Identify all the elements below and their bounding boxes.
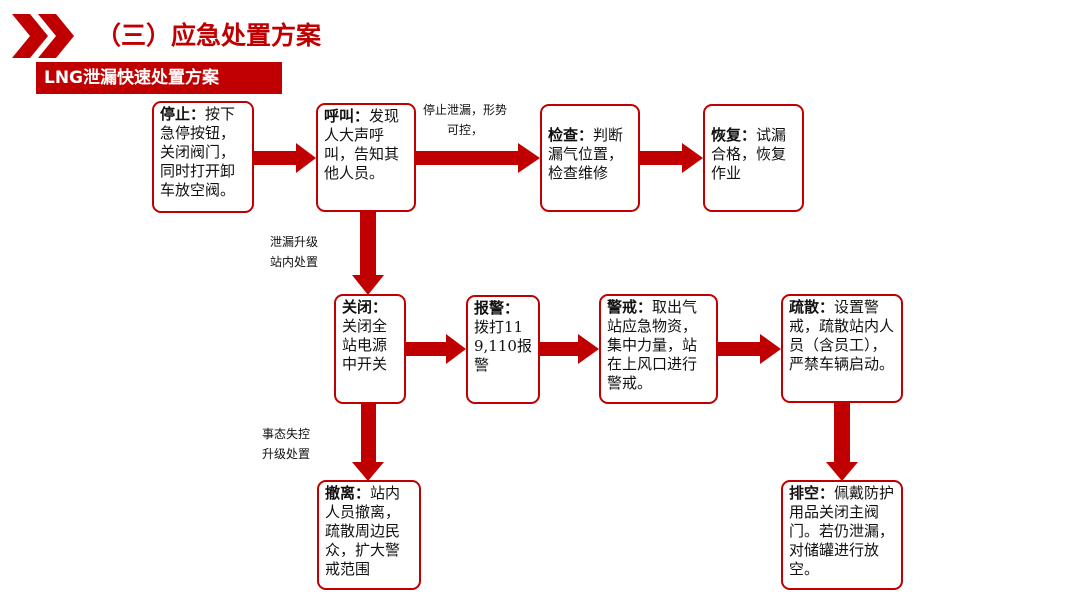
edge-label-line: 可控， (447, 123, 484, 137)
node-body: 判断漏气位置，检查维修 (548, 126, 624, 182)
arrow-close-to-withdraw (352, 404, 384, 481)
edge-label-line: 事态失控 (262, 427, 311, 441)
chevron-icon (12, 14, 74, 58)
node-head: 撤离： (325, 484, 371, 502)
node-evacuate: 疏散：设置警戒，疏散站内人员（含员工），严禁车辆启动。 (781, 294, 903, 403)
node-stop: 停止：按下急停按钮，关闭阀门，同时打开卸车放空阀。 (152, 101, 254, 213)
node-body: 发现人大声呼叫，告知其他人员。 (324, 107, 400, 182)
node-head: 排空： (789, 484, 835, 502)
node-head: 报警： (474, 299, 520, 317)
arrow-call-to-check (416, 143, 540, 173)
arrow-close-to-alarm (406, 334, 466, 364)
node-alarm: 报警：拨打119,110报警 (466, 295, 540, 404)
node-body: 佩戴防护用品关闭主阀门。若仍泄漏，对储罐进行放空。 (789, 484, 895, 578)
node-body: 试漏合格，恢复作业 (711, 126, 787, 182)
node-vent: 排空：佩戴防护用品关闭主阀门。若仍泄漏，对储罐进行放空。 (781, 480, 903, 590)
arrow-alarm-to-guard (540, 334, 599, 364)
edge-label-controllable: 停止泄漏，形势 可控， (423, 100, 507, 140)
arrow-evacuate-to-vent (826, 403, 858, 481)
node-body: 取出气站应急物资，集中力量，站在上风口进行警戒。 (607, 298, 698, 392)
node-head: 警戒： (607, 298, 653, 316)
node-body: 按下急停按钮，关闭阀门，同时打开卸车放空阀。 (160, 105, 236, 199)
arrow-check-to-recover (640, 143, 703, 173)
arrow-call-to-close (352, 212, 384, 295)
edge-label-escalate-station: 泄漏升级 站内处置 (270, 232, 318, 272)
arrow-stop-to-call (254, 143, 316, 173)
node-call: 呼叫：发现人大声呼叫，告知其他人员。 (316, 103, 416, 212)
edge-label-line: 升级处置 (262, 447, 311, 461)
node-head: 呼叫： (324, 107, 370, 125)
node-head: 恢复： (711, 126, 757, 144)
node-withdraw: 撤离：站内人员撤离，疏散周边民众，扩大警戒范围 (317, 480, 421, 590)
node-body: 关闭全站电源中开关 (342, 317, 388, 373)
page-title: （三）应急处置方案 (96, 21, 322, 50)
edge-label-line: 泄漏升级 (270, 235, 319, 249)
edge-label-line: 站内处置 (270, 255, 319, 269)
node-guard: 警戒：取出气站应急物资，集中力量，站在上风口进行警戒。 (599, 294, 718, 404)
node-body: 设置警戒，疏散站内人员（含员工），严禁车辆启动。 (789, 298, 895, 373)
node-check: 检查：判断漏气位置，检查维修 (540, 104, 640, 212)
node-body: 拨打119,110报警 (474, 318, 532, 374)
edge-label-out-of-control: 事态失控 升级处置 (262, 424, 310, 464)
edge-label-line: 停止泄漏，形势 (423, 103, 508, 117)
section-subtitle: LNG泄漏快速处置方案 (36, 62, 282, 94)
node-head: 疏散： (789, 298, 835, 316)
node-close: 关闭：关闭全站电源中开关 (334, 294, 406, 404)
node-recover: 恢复：试漏合格，恢复作业 (703, 104, 804, 212)
node-head: 停止： (160, 105, 206, 123)
node-head: 关闭： (342, 298, 388, 316)
node-body: 站内人员撤离，疏散周边民众，扩大警戒范围 (325, 484, 401, 578)
arrow-guard-to-evacuate (718, 334, 781, 364)
node-head: 检查： (548, 126, 594, 144)
